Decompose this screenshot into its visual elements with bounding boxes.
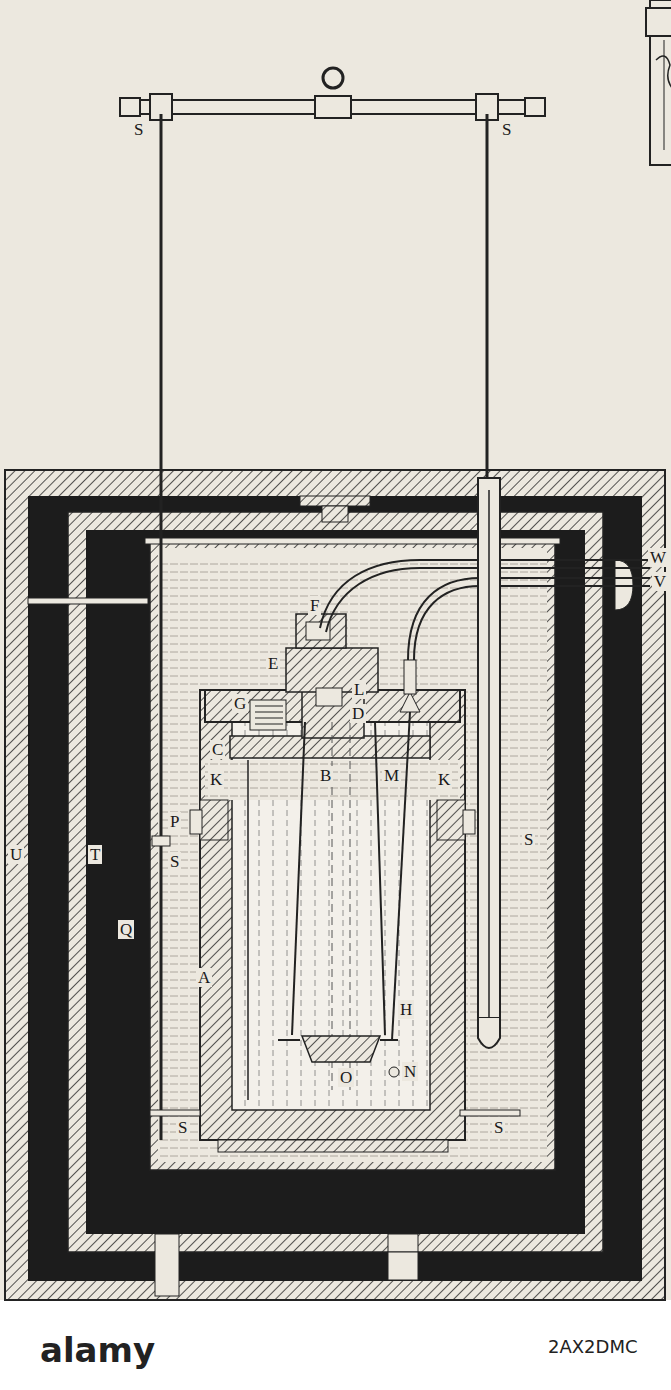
part-letter: P	[168, 812, 181, 831]
part-letter: K	[436, 770, 452, 789]
part-letter: O	[338, 1068, 354, 1087]
part-letter: C	[210, 740, 225, 759]
part-letter: A	[196, 968, 212, 987]
part-letter: L	[352, 680, 366, 699]
part-letter: S	[522, 830, 535, 849]
part-letter: Q	[118, 920, 134, 939]
watermark: 2AX2DMC	[548, 1336, 638, 1357]
watermark: alamy	[40, 1330, 155, 1370]
part-letter: S	[500, 120, 513, 139]
part-letter: E	[266, 654, 280, 673]
part-letter: S	[176, 1118, 189, 1137]
part-letter: V	[652, 572, 668, 591]
part-letter: T	[88, 845, 102, 864]
part-letter: M	[382, 766, 401, 785]
part-letter: S	[492, 1118, 505, 1137]
part-letter: B	[318, 766, 333, 785]
part-letter: S	[132, 120, 145, 139]
part-letter: D	[350, 704, 366, 723]
part-letter: H	[398, 1000, 414, 1019]
part-letter: S	[168, 852, 181, 871]
part-letter: G	[232, 694, 248, 713]
part-letter: W	[648, 548, 668, 567]
part-letter: K	[208, 770, 224, 789]
part-letter: U	[8, 845, 24, 864]
part-letter: N	[402, 1062, 418, 1081]
part-letter: F	[308, 596, 321, 615]
